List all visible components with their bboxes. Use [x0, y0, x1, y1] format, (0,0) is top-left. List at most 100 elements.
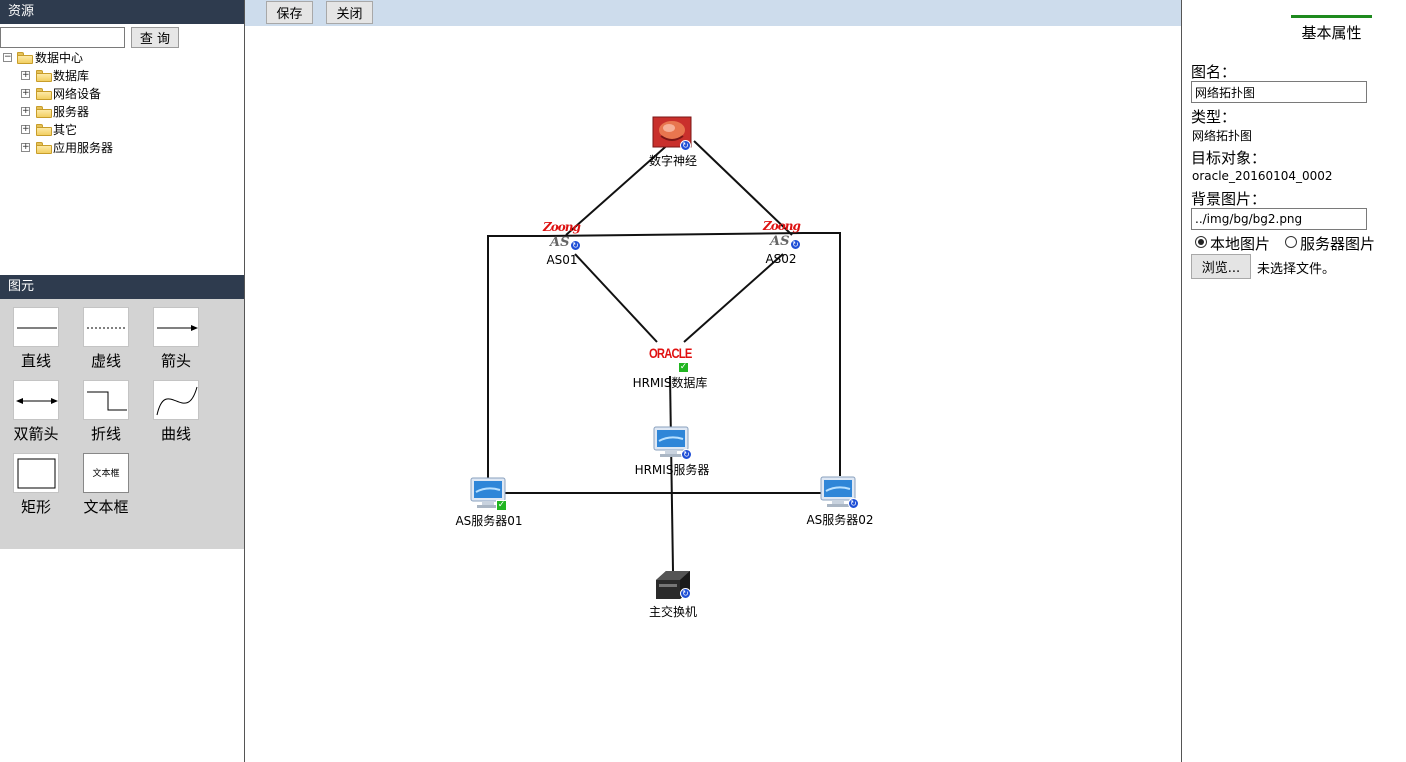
node-oracle-label: HRMIS数据库	[632, 376, 708, 390]
elements-header: 图元	[0, 275, 244, 299]
type-label: 类型：	[1191, 108, 1237, 126]
monitor-icon	[820, 476, 856, 507]
status-badge-icon: ↻	[681, 449, 692, 460]
save-button[interactable]: 保存	[266, 1, 313, 24]
radio-server-label: 服务器图片	[1300, 235, 1376, 253]
expand-icon[interactable]: +	[21, 88, 30, 98]
as-logo-icon: AS	[550, 235, 570, 250]
element-double-arrow[interactable]: 双箭头	[3, 372, 63, 443]
toolbar: 保存 关闭	[245, 0, 1181, 26]
link-as01-as02[interactable]	[544, 232, 804, 237]
search-button[interactable]: 查 询	[131, 27, 179, 48]
node-as02[interactable]: Zoong AS ↻	[763, 219, 803, 251]
expand-icon[interactable]: +	[21, 124, 30, 134]
resources-header: 资源	[0, 0, 244, 24]
link-oracle-switch[interactable]	[669, 375, 674, 572]
element-line[interactable]: 直线	[3, 299, 63, 370]
folder-icon	[36, 124, 52, 136]
rectangle-icon	[13, 453, 59, 493]
tree-item-label: 网络设备	[53, 87, 102, 101]
status-badge-icon: ↻	[848, 498, 859, 509]
expand-icon[interactable]: +	[21, 106, 30, 116]
tree-item-label: 服务器	[53, 105, 90, 119]
double-arrow-icon	[13, 380, 59, 420]
close-button[interactable]: 关闭	[326, 1, 373, 24]
zoong-logo-icon: Zoong	[543, 220, 581, 234]
element-polyline[interactable]: 折线	[73, 372, 133, 443]
monitor-icon	[470, 477, 506, 508]
node-neural[interactable]: ↻	[652, 116, 692, 151]
name-input[interactable]	[1191, 81, 1367, 103]
properties-panel: 基本属性 图名： 类型： 网络拓扑图 目标对象： oracle_20160104…	[1181, 0, 1406, 762]
collapse-icon[interactable]: −	[3, 52, 12, 62]
element-label: 虚线	[90, 352, 121, 370]
left-panel: 资源 查 询 − 数据中心 + 数据库 + 网络设备 + 服务器 + 其它	[0, 0, 245, 762]
node-as-server02-label: AS服务器02	[806, 513, 874, 527]
tree-item-network-devices[interactable]: + 网络设备	[3, 85, 243, 103]
textbox-preview: 文本框	[92, 469, 120, 479]
link-as02-asserver02[interactable]	[803, 232, 841, 476]
link-neural-as02[interactable]	[693, 140, 793, 236]
name-label: 图名：	[1191, 63, 1237, 81]
node-oracle[interactable]: ORACLE ✓	[649, 342, 693, 373]
node-as-server02[interactable]: ↻	[819, 475, 859, 511]
as-logo-icon: AS	[770, 234, 790, 249]
node-as02-label: AS02	[765, 252, 797, 266]
search-input[interactable]	[0, 27, 125, 48]
node-neural-label: 数字神经	[648, 154, 697, 168]
tree-item-app-servers[interactable]: + 应用服务器	[3, 139, 243, 157]
expand-icon[interactable]: +	[21, 70, 30, 80]
type-value: 网络拓扑图	[1192, 129, 1253, 143]
expand-icon[interactable]: +	[21, 142, 30, 152]
background-label: 背景图片：	[1191, 190, 1267, 208]
browse-button[interactable]: 浏览...	[1191, 254, 1251, 279]
radio-server-image[interactable]	[1285, 236, 1297, 248]
element-textbox[interactable]: 文本框 文本框	[73, 445, 133, 516]
element-curve[interactable]: 曲线	[143, 372, 203, 443]
element-rectangle[interactable]: 矩形	[3, 445, 63, 516]
radio-local-image[interactable]	[1195, 236, 1207, 248]
tree-item-servers[interactable]: + 服务器	[3, 103, 243, 121]
node-main-switch[interactable]: ↻	[652, 568, 694, 602]
dashed-line-icon	[83, 307, 129, 347]
element-label: 折线	[90, 425, 121, 443]
folder-icon	[36, 142, 52, 154]
background-input[interactable]	[1191, 208, 1367, 230]
arrow-icon	[153, 307, 199, 347]
node-hrmis-server-label: HRMIS服务器	[634, 463, 710, 477]
tab-basic-properties[interactable]: 基本属性	[1291, 15, 1372, 43]
curve-icon	[153, 380, 199, 420]
element-arrow[interactable]: 箭头	[143, 299, 203, 370]
element-label: 直线	[20, 352, 51, 370]
node-as-server01[interactable]: ✓	[469, 476, 509, 512]
tree-item-root[interactable]: − 数据中心	[3, 49, 243, 67]
link-as02-oracle[interactable]	[683, 253, 784, 343]
link-neural-as01[interactable]	[565, 140, 673, 236]
link-as01-asserver01[interactable]	[487, 235, 545, 478]
status-ok-icon: ✓	[678, 362, 689, 373]
node-main-switch-label: 主交换机	[648, 605, 697, 619]
status-ok-icon: ✓	[496, 500, 507, 511]
tree-item-other[interactable]: + 其它	[3, 121, 243, 139]
folder-icon	[17, 52, 33, 64]
topology-links	[487, 140, 841, 572]
element-label: 曲线	[160, 425, 191, 443]
tree-item-label: 其它	[53, 123, 78, 137]
tree-item-label: 应用服务器	[53, 141, 114, 155]
tree-item-label: 数据中心	[35, 51, 84, 65]
node-hrmis-server[interactable]: ↻	[652, 425, 692, 461]
status-badge-icon: ↻	[680, 140, 691, 151]
folder-icon	[36, 106, 52, 118]
topology-canvas[interactable]: ↻ 数字神经 Zoong AS ↻ AS01 Zoong AS ↻ AS02 O…	[245, 26, 1181, 762]
resource-tree: − 数据中心 + 数据库 + 网络设备 + 服务器 + 其它 + 应用服务器	[3, 49, 243, 157]
folder-icon	[36, 70, 52, 82]
link-as01-oracle[interactable]	[574, 253, 658, 343]
status-badge-icon: ↻	[680, 588, 691, 599]
element-label: 矩形	[20, 498, 51, 516]
node-as01[interactable]: Zoong AS ↻	[543, 220, 583, 252]
element-dashed-line[interactable]: 虚线	[73, 299, 133, 370]
tree-item-database[interactable]: + 数据库	[3, 67, 243, 85]
search-row: 查 询	[0, 27, 244, 49]
element-label: 双箭头	[13, 425, 59, 443]
line-icon	[13, 307, 59, 347]
